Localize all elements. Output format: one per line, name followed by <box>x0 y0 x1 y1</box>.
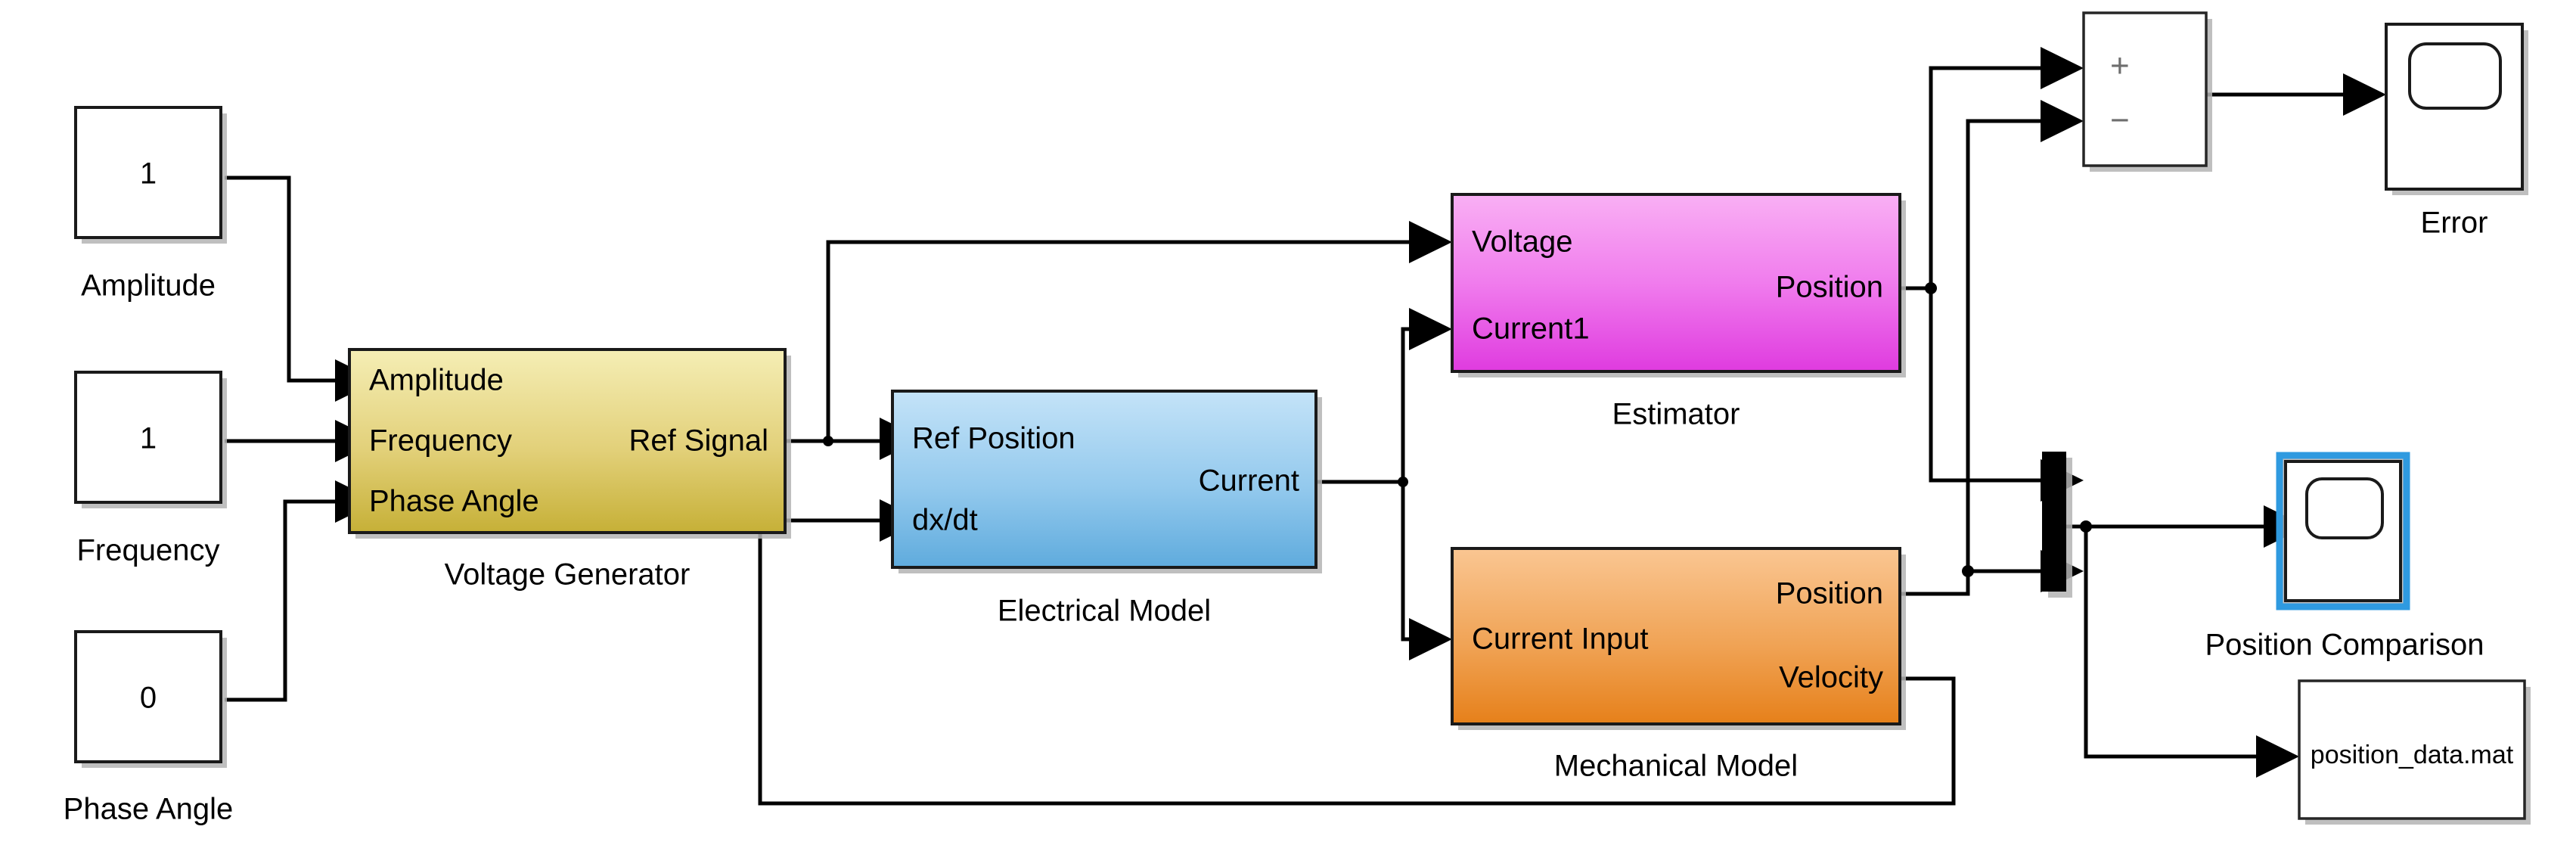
voltage-generator-input-amplitude: Amplitude <box>369 364 504 397</box>
mechanical-model-body[interactable] <box>1451 547 1901 725</box>
block-to-file[interactable]: position_data.mat <box>2298 679 2531 825</box>
electrical-model-input-ref-position: Ref Position <box>912 422 1075 455</box>
constant-block-amplitude[interactable]: 1 Amplitude <box>74 106 227 303</box>
error-scope-label: Error <box>2421 207 2488 240</box>
constant-block-frequency[interactable]: 1 Frequency <box>74 371 227 567</box>
position-scope-selection-highlight <box>2276 452 2410 610</box>
arrow-mm-currentinput <box>1409 618 1452 660</box>
electrical-model-label: Electrical Model <box>998 595 1211 628</box>
electrical-model-body[interactable] <box>891 390 1317 569</box>
estimator-input-voltage: Voltage <box>1472 225 1572 259</box>
frequency-label: Frequency <box>77 534 220 567</box>
amplitude-body[interactable] <box>74 106 222 239</box>
position-comparison-label: Position Comparison <box>2205 629 2484 662</box>
block-voltage-generator[interactable]: Amplitude Frequency Phase Angle Ref Sign… <box>348 348 791 592</box>
electrical-model-output-current: Current <box>1199 464 1299 498</box>
arrow-sum-minus <box>2041 100 2084 142</box>
voltage-generator-label: Voltage Generator <box>445 558 691 592</box>
wire-current-to-mechanical[interactable] <box>1401 482 1411 642</box>
junction-estimator-position <box>1925 282 1937 294</box>
block-sum[interactable]: + − <box>2082 11 2212 172</box>
wire-ref-signal-to-estimator[interactable] <box>826 240 1411 441</box>
arrow-est-current1 <box>1409 308 1452 350</box>
wire-amplitude[interactable] <box>225 176 337 383</box>
to-file-label: position_data.mat <box>2311 741 2514 769</box>
voltage-generator-output-ref-signal: Ref Signal <box>628 424 768 458</box>
voltage-generator-input-frequency: Frequency <box>369 424 512 458</box>
block-mux[interactable] <box>2042 452 2072 598</box>
wire-estimator-position-to-sum[interactable] <box>1929 66 2042 288</box>
electrical-model-input-dxdt: dx/dt <box>912 504 978 537</box>
wire-mechanical-position-to-sum[interactable] <box>1898 119 2042 596</box>
sum-sign-minus: − <box>2110 102 2130 139</box>
scope-screen-icon <box>2305 477 2384 539</box>
constant-block-phase-angle[interactable]: 0 Phase Angle <box>64 630 234 826</box>
estimator-body[interactable] <box>1451 193 1901 373</box>
phase-angle-label: Phase Angle <box>64 793 234 826</box>
scope-screen-icon <box>2408 42 2502 110</box>
junction-mechanical-position <box>1962 565 1974 577</box>
estimator-input-current1: Current1 <box>1472 312 1590 346</box>
wire-mux-to-file[interactable] <box>2084 527 2258 759</box>
block-estimator[interactable]: Voltage Current1 Position Estimator <box>1451 193 1906 431</box>
scope-position-comparison[interactable]: Position Comparison <box>2205 452 2484 662</box>
block-mechanical-model[interactable]: Current Input Position Velocity Mechanic… <box>1451 547 1906 783</box>
estimator-label: Estimator <box>1612 398 1740 431</box>
mechanical-model-output-position: Position <box>1776 577 1883 610</box>
wire-phase-angle[interactable] <box>225 499 337 702</box>
amplitude-value: 1 <box>140 157 157 191</box>
junction-ref-signal <box>823 436 833 446</box>
position-scope-body[interactable] <box>2284 460 2402 602</box>
arrow-est-voltage <box>1409 221 1452 263</box>
voltage-generator-input-phase-angle: Phase Angle <box>369 485 539 518</box>
frequency-value: 1 <box>140 422 157 455</box>
block-electrical-model[interactable]: Ref Position dx/dt Current Electrical Mo… <box>891 390 1322 628</box>
mechanical-model-input-current: Current Input <box>1472 623 1648 656</box>
phase-angle-value: 0 <box>140 682 157 715</box>
mux-body[interactable] <box>2042 452 2066 592</box>
sum-sign-plus: + <box>2110 48 2130 85</box>
voltage-generator-body[interactable] <box>348 348 787 534</box>
arrow-error-scope <box>2343 73 2386 116</box>
arrow-to-file <box>2256 735 2299 778</box>
junction-current <box>1398 477 1408 487</box>
mechanical-model-label: Mechanical Model <box>1554 750 1798 783</box>
phase-angle-body[interactable] <box>74 630 222 763</box>
wire-estimator-position-to-mux[interactable] <box>1929 288 2042 483</box>
to-file-body[interactable] <box>2298 679 2526 820</box>
scope-error[interactable]: Error <box>2385 23 2528 240</box>
frequency-body[interactable] <box>74 371 222 504</box>
arrow-sum-plus <box>2041 47 2084 89</box>
wire-current-to-estimator[interactable] <box>1315 327 1411 484</box>
estimator-output-position: Position <box>1776 271 1883 304</box>
junction-mux-output <box>2080 520 2092 533</box>
amplitude-label: Amplitude <box>81 269 216 303</box>
sum-body[interactable] <box>2082 11 2208 167</box>
mechanical-model-output-velocity: Velocity <box>1779 661 1883 694</box>
